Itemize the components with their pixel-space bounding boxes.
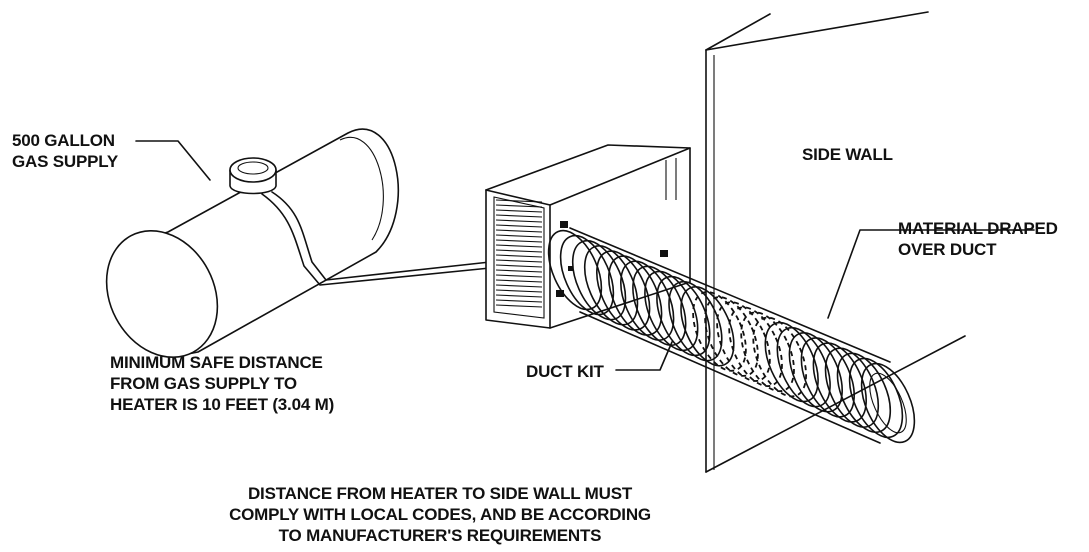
duct-ring — [680, 286, 735, 367]
grille-slat — [495, 289, 543, 293]
duct-ring — [800, 337, 855, 418]
propane-tank — [105, 128, 491, 358]
grille-slat — [495, 209, 543, 213]
gas-supply-label: 500 GALLON GAS SUPPLY — [12, 130, 118, 172]
grille-slat — [495, 299, 543, 303]
wall-distance-line-1: DISTANCE FROM HEATER TO SIDE WALL MUST — [247, 484, 633, 503]
grille-slat — [495, 239, 543, 243]
heater-unit — [485, 144, 691, 329]
grille-slat — [495, 274, 543, 278]
grille-slat — [495, 249, 543, 253]
material-label-line-2: OVER DUCT — [898, 240, 997, 259]
tank-valve — [229, 157, 277, 195]
duct-ring — [764, 321, 819, 403]
duct-ring — [692, 291, 747, 372]
duct-opening — [869, 372, 907, 434]
min-distance-note: MINIMUM SAFE DISTANCE FROM GAS SUPPLY TO… — [110, 352, 334, 415]
grille-slat — [495, 254, 543, 258]
material-label-line-1: MATERIAL DRAPED — [898, 219, 1058, 238]
gas-supply-label-line-2: GAS SUPPLY — [12, 152, 119, 171]
duct-ring — [704, 296, 759, 377]
duct-ring — [776, 327, 831, 408]
material-draped-label: MATERIAL DRAPED OVER DUCT — [898, 218, 1058, 260]
heater-grille — [495, 199, 543, 308]
wall-distance-line-3: TO MANUFACTURER'S REQUIREMENTS — [278, 526, 602, 545]
gas-supply-label-line-1: 500 GALLON — [12, 131, 115, 150]
grille-slat — [495, 264, 543, 268]
side-wall-label: SIDE WALL — [802, 145, 893, 164]
grille-slat — [495, 199, 543, 203]
min-distance-line-3: HEATER IS 10 FEET (3.04 M) — [110, 395, 335, 414]
grille-slat — [495, 204, 543, 208]
duct-ring — [860, 362, 916, 444]
grille-slat — [495, 304, 543, 308]
min-distance-line-2: FROM GAS SUPPLY TO — [110, 374, 297, 393]
min-distance-line-1: MINIMUM SAFE DISTANCE — [110, 353, 323, 372]
grille-slat — [495, 269, 543, 273]
duct-ring — [716, 301, 771, 382]
grille-slat — [495, 224, 543, 228]
duct-ring — [740, 311, 795, 393]
wall-distance-line-2: COMPLY WITH LOCAL CODES, AND BE ACCORDIN… — [229, 505, 651, 524]
grille-slat — [495, 234, 543, 238]
grille-slat — [495, 219, 543, 223]
grille-slat — [495, 294, 543, 298]
duct-ring — [836, 352, 892, 433]
grille-slat — [495, 229, 543, 233]
wall-distance-note: DISTANCE FROM HEATER TO SIDE WALL MUST C… — [180, 483, 700, 546]
grille-slat — [495, 284, 543, 288]
duct-ring — [668, 281, 723, 362]
duct-kit-label: DUCT KIT — [526, 362, 604, 381]
duct-ring — [788, 332, 843, 413]
grille-slat — [495, 279, 543, 283]
duct-ring — [728, 306, 783, 387]
leader-lines — [135, 140, 1035, 371]
duct-ring — [824, 347, 880, 428]
grille-slat — [495, 259, 543, 263]
duct-ring — [752, 316, 807, 398]
grille-slat — [495, 244, 543, 248]
grille-slat — [495, 214, 543, 218]
flexible-duct — [547, 227, 916, 444]
